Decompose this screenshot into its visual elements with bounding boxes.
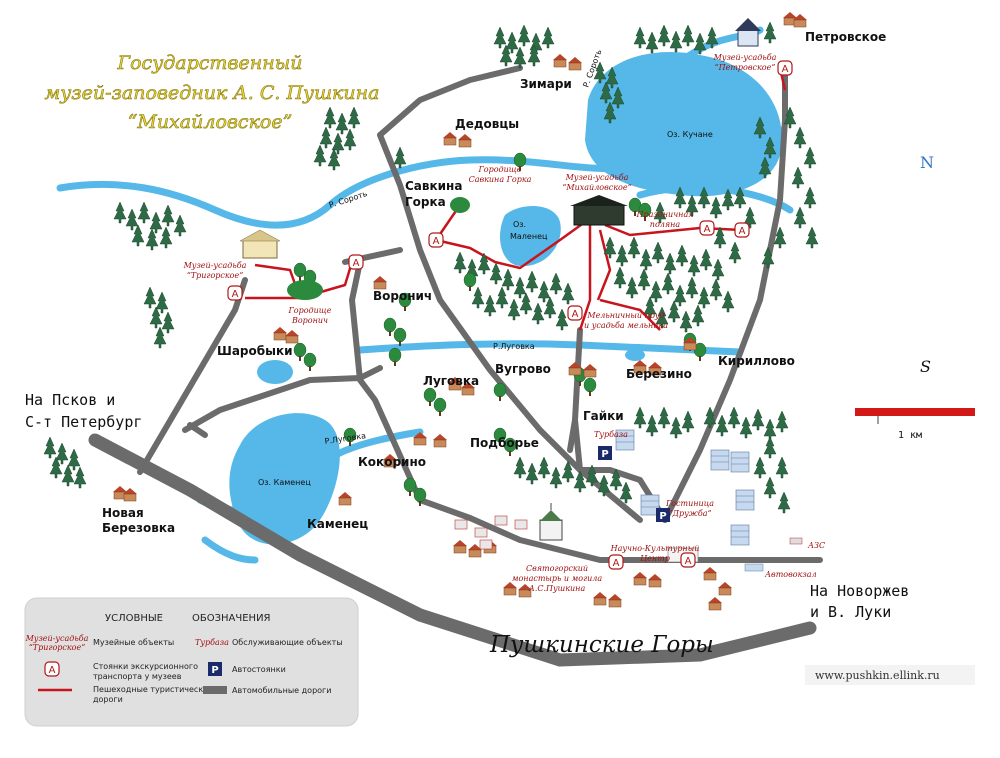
- estate-mikhailovskoe: [570, 195, 628, 226]
- legend-museum-text: Музейные объекты: [93, 638, 174, 647]
- direction-novorzhev-1: На Новоржев: [810, 582, 909, 600]
- gorodische-mounds: [287, 197, 470, 300]
- museum-trigorskoe-1: Музей-усадьба: [183, 261, 247, 270]
- label-novaya-1: Новая: [102, 506, 144, 520]
- service-azs: АЗС: [807, 541, 825, 550]
- legend-museum-sample-2: “Тригорское”: [29, 643, 86, 652]
- label-vugrovo: Вугрово: [495, 362, 551, 376]
- label-zimari: Зимари: [520, 77, 572, 91]
- legend-trail-text-2: дороги: [93, 695, 123, 704]
- compass-north: N: [920, 153, 934, 172]
- place-labels: Петровское Зимари Дедовцы Савкина Горка …: [102, 30, 886, 535]
- label-voronich: Воронич: [373, 289, 432, 303]
- estate-petrovskoe: [735, 18, 761, 47]
- title-line2: музей-заповедник А. С. Пушкина: [45, 82, 380, 104]
- estate-trigorskoe: [239, 229, 281, 259]
- museum-mikhailovskoe-1: Музей-усадьба: [565, 173, 629, 182]
- monastery: [539, 503, 563, 541]
- museum-svyatogorsky-3: А.С.Пушкина: [528, 584, 586, 593]
- museum-gorodische-voronich-1: Городище: [287, 306, 331, 315]
- label-berezino: Березино: [626, 367, 692, 381]
- label-savkina-1: Савкина: [405, 179, 462, 193]
- label-lugovka: Луговка: [423, 374, 479, 388]
- service-turbaza: Турбаза: [594, 430, 628, 439]
- direction-labels: На Псков и С-т Петербург На Новоржев и В…: [25, 391, 909, 621]
- website-box: www.pushkin.ellink.ru: [805, 665, 975, 685]
- service-avtovokzal: Автовокзал: [764, 570, 817, 579]
- compass-south: S: [920, 357, 931, 376]
- label-novaya-2: Березовка: [102, 521, 175, 535]
- direction-novorzhev-2: и В. Луки: [810, 603, 891, 621]
- svg-text:P: P: [601, 449, 608, 460]
- legend-bus-symbol: A: [49, 665, 56, 676]
- legend-parking-icon: P: [208, 662, 222, 676]
- direction-pskov-1: На Псков и: [25, 391, 115, 409]
- museum-mikhailovskoe-2: “Михайловское”: [562, 183, 631, 192]
- museum-gorodische-voronich-2: Воронич: [291, 316, 328, 325]
- label-kokorino: Кокорино: [358, 455, 426, 469]
- svg-text:P: P: [659, 511, 666, 522]
- label-lake-kuchane: Оз. Кучане: [667, 130, 713, 139]
- legend-service-text: Обслуживающие объекты: [232, 638, 343, 647]
- legend-parking-text: Автостоянки: [232, 665, 286, 674]
- legend-service-sample: Турбаза: [195, 638, 229, 647]
- town-label: Пушкинские Горы: [489, 632, 714, 658]
- title-line3: “Михайловское”: [128, 111, 293, 133]
- service-hotel-2: “Дружба”: [668, 509, 711, 518]
- legend-bus-text-2: транспорта у музеев: [93, 672, 182, 681]
- label-kirillovo: Кириллово: [718, 354, 795, 368]
- website-text: www.pushkin.ellink.ru: [815, 669, 940, 682]
- legend-road-text: Автомобильные дороги: [232, 686, 331, 695]
- legend-bus-icon: A: [44, 661, 60, 677]
- museum-gorodische-savkina-1: Городище: [477, 165, 521, 174]
- label-petrovskoe: Петровское: [805, 30, 886, 44]
- map-title: Государственный музей-заповедник А. С. П…: [44, 52, 380, 134]
- legend-bus-text-1: Стоянки экскурсионного: [93, 662, 198, 671]
- service-hotel-1: Гостиница: [665, 499, 714, 508]
- lake-labels: Оз. Кучане Оз. Маленец Оз. Каменец: [258, 130, 713, 487]
- label-podborie: Подборье: [470, 436, 539, 450]
- label-dedovtsy: Дедовцы: [455, 117, 519, 131]
- museum-labels: Музей-усадьба “Петровское” Музей-усадьба…: [183, 53, 826, 593]
- label-savkina-2: Горка: [405, 195, 446, 209]
- scale-bar: 1 км: [855, 408, 975, 441]
- label-gaiki: Гайки: [583, 409, 624, 423]
- museum-prazdnichnaya-2: поляна: [650, 220, 681, 229]
- car-roads: [88, 65, 823, 667]
- legend-parking-symbol: P: [211, 665, 218, 676]
- label-sharobyki: Шаробыки: [217, 344, 293, 358]
- legend-museum-sample-1: Музей-усадьба: [25, 634, 89, 643]
- museum-nauchno-1: Научно-Культурный: [610, 544, 700, 553]
- museum-prazdnichnaya-1: Праздничная: [635, 210, 693, 219]
- label-river-lugovka-1: Р.Луговка: [493, 342, 535, 351]
- museum-svyatogorsky-1: Святогорский: [526, 564, 588, 573]
- legend-header-1: УСЛОВНЫЕ: [105, 613, 163, 624]
- compass: N S: [920, 153, 934, 376]
- museum-melnichny-2: и усадьба мельника: [584, 321, 668, 330]
- legend-trail-text-1: Пешеходные туристические: [93, 685, 213, 694]
- lakes: [229, 52, 782, 545]
- legend-header-2: ОБОЗНАЧЕНИЯ: [192, 613, 271, 624]
- label-lake-malenets-2: Маленец: [510, 232, 548, 241]
- museum-trigorskoe-2: “Тригорское”: [187, 271, 244, 280]
- direction-pskov-2: С-т Петербург: [25, 413, 142, 431]
- parking-signs: P P: [598, 446, 670, 522]
- museum-melnichny-1: Мельничный пруд: [586, 311, 664, 320]
- label-lake-malenets-1: Оз.: [513, 220, 526, 229]
- museum-svyatogorsky-2: монастырь и могила: [512, 574, 603, 583]
- museum-gorodische-savkina-2: Савкина Горка: [469, 175, 532, 184]
- label-kamenets: Каменец: [307, 517, 368, 531]
- scale-label: 1 км: [898, 430, 922, 441]
- museum-petrovskoe-1: Музей-усадьба: [713, 53, 777, 62]
- map-legend: УСЛОВНЫЕ ОБОЗНАЧЕНИЯ Музей-усадьба “Триг…: [24, 597, 359, 727]
- title-line1: Государственный: [117, 52, 303, 74]
- museum-nauchno-2: Центр: [640, 554, 670, 563]
- museum-petrovskoe-2: “Петровское”: [715, 63, 776, 72]
- legend-road-swatch: [203, 686, 227, 694]
- label-lake-kamenets: Оз. Каменец: [258, 478, 311, 487]
